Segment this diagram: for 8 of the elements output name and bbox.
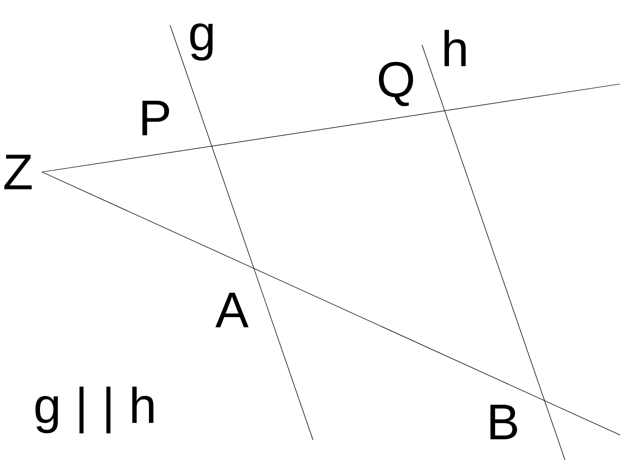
point-label: Z (4, 154, 32, 190)
point-label: g | | h (35, 386, 154, 434)
point-label: A (215, 292, 249, 328)
point-label: P (142, 100, 170, 136)
point-label: h (444, 30, 466, 66)
point-label: B (490, 404, 518, 440)
point-label: Q (378, 62, 414, 106)
point-label: g (190, 23, 213, 61)
